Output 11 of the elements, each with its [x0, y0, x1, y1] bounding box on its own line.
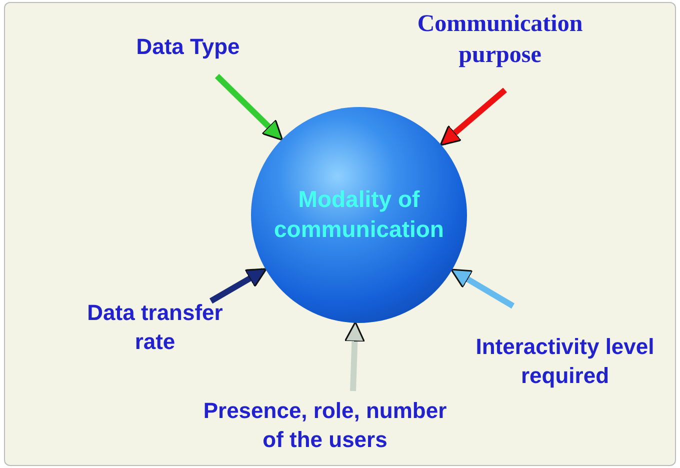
sphere-label: Modality of communication [273, 185, 445, 244]
arrow [440, 88, 507, 146]
arrow [210, 268, 268, 304]
arrow [214, 74, 284, 141]
factor-label: Data transfer rate [85, 299, 225, 363]
factor-label: Data Type [123, 33, 253, 67]
factor-label: Presence, role, number of the users [195, 397, 455, 461]
factor-label: Communication purpose [395, 9, 605, 73]
arrow [344, 321, 366, 392]
factor-label: Interactivity level required [455, 333, 675, 397]
arrow [450, 268, 515, 309]
